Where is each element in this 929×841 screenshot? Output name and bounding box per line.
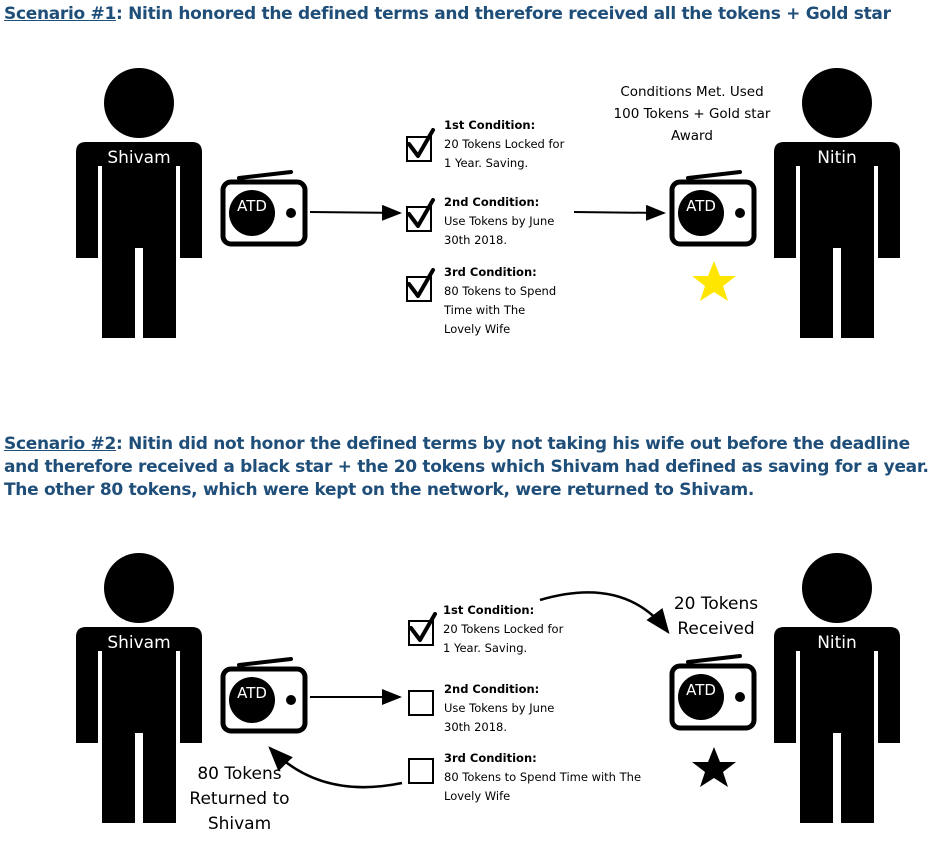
scenario2-curved-arrow-to-receiver xyxy=(539,591,670,634)
scenario2-condition2-title: 2nd Condition: xyxy=(444,682,540,696)
scenario1-receiver-radio-icon: ATD xyxy=(668,168,758,248)
scenario1-arrow-to-receiver xyxy=(573,204,666,221)
scenario2-receiver-radio-icon: ATD xyxy=(668,652,758,732)
scenario2-condition2-checkbox xyxy=(408,690,434,716)
scenario1-arrow-to-conditions xyxy=(309,204,402,221)
scenario2-condition1-title: 1st Condition: xyxy=(443,603,535,617)
scenario1-condition1-title: 1st Condition: xyxy=(444,118,536,132)
scenario2-black-star-icon xyxy=(692,747,736,787)
scenario1-condition3-body: 80 Tokens to Spend Time with The Lovely … xyxy=(444,284,557,336)
scenario1-condition1: 1st Condition: 20 Tokens Locked for 1 Ye… xyxy=(444,116,574,173)
scenario2-sender-radio-label: ATD xyxy=(237,684,267,702)
scenario2-receiver-name: Nitin xyxy=(817,633,857,653)
scenario1-condition3-checkbox xyxy=(406,276,432,302)
scenario1-sender-name: Shivam xyxy=(107,148,171,168)
scenario1-tag: Scenario #1 xyxy=(4,4,117,24)
scenario2-condition3: 3rd Condition: 80 Tokens to Spend Time w… xyxy=(444,749,644,806)
scenario1-condition3-title: 3rd Condition: xyxy=(444,265,537,279)
scenario1-condition2-body: Use Tokens by June 30th 2018. xyxy=(444,214,555,247)
scenario2-receiver-radio-label: ATD xyxy=(686,681,716,699)
scenario1-condition2: 2nd Condition: Use Tokens by June 30th 2… xyxy=(444,193,574,250)
scenario2-condition2-body: Use Tokens by June 30th 2018. xyxy=(444,701,555,734)
scenario2-text-line3: The other 80 tokens, which were kept on … xyxy=(4,480,755,500)
scenario2-condition1-body: 20 Tokens Locked for 1 Year. Saving. xyxy=(443,622,564,655)
scenario1-sender-radio-icon: ATD xyxy=(219,168,309,248)
scenario1-gold-star-icon xyxy=(692,261,736,301)
scenario2-text-line1: : Nitin did not honor the defined terms … xyxy=(116,434,910,454)
scenario1-receiver-radio-label: ATD xyxy=(686,197,716,215)
scenario1-text: : Nitin honored the defined terms and th… xyxy=(116,4,891,24)
scenario1-sender-figure: Shivam xyxy=(72,68,206,338)
scenario2-sender-name: Shivam xyxy=(107,633,171,653)
scenario1-condition2-title: 2nd Condition: xyxy=(444,195,540,209)
scenario2-condition3-title: 3rd Condition: xyxy=(444,751,537,765)
scenario1-heading: Scenario #1: Nitin honored the defined t… xyxy=(4,3,891,26)
scenario2-condition2: 2nd Condition: Use Tokens by June 30th 2… xyxy=(444,680,574,737)
scenario1-condition1-checkbox xyxy=(406,136,432,162)
scenario2-condition3-checkbox xyxy=(408,758,434,784)
scenario1-result-note: Conditions Met. Used 100 Tokens + Gold s… xyxy=(613,84,771,144)
scenario1-condition2-checkbox xyxy=(406,206,432,232)
scenario1-condition1-body: 20 Tokens Locked for 1 Year. Saving. xyxy=(444,137,565,170)
scenario2-sender-radio-icon: ATD xyxy=(219,655,309,735)
scenario2-curved-arrow-return xyxy=(268,746,403,789)
scenario1-condition3: 3rd Condition: 80 Tokens to Spend Time w… xyxy=(444,263,559,339)
scenario2-condition3-body: 80 Tokens to Spend Time with The Lovely … xyxy=(444,770,642,803)
scenario2-text-line2: and therefore received a black star + th… xyxy=(4,457,929,477)
scenario1-receiver-figure: Nitin xyxy=(770,68,904,338)
scenario2-tag: Scenario #2 xyxy=(4,434,117,454)
scenario2-returned-note: 80 Tokens Returned to Shivam xyxy=(189,764,290,834)
scenario2-condition1: 1st Condition: 20 Tokens Locked for 1 Ye… xyxy=(443,601,573,658)
scenario2-heading: Scenario #2: Nitin did not honor the def… xyxy=(4,433,929,502)
scenario1-sender-radio-label: ATD xyxy=(237,197,267,215)
scenario2-sender-figure: Shivam xyxy=(72,553,206,823)
scenario2-receiver-figure: Nitin xyxy=(770,553,904,823)
scenario2-received-note: 20 Tokens Received xyxy=(673,594,759,639)
scenario2-condition1-checkbox xyxy=(408,620,434,646)
scenario1-receiver-name: Nitin xyxy=(817,148,857,168)
